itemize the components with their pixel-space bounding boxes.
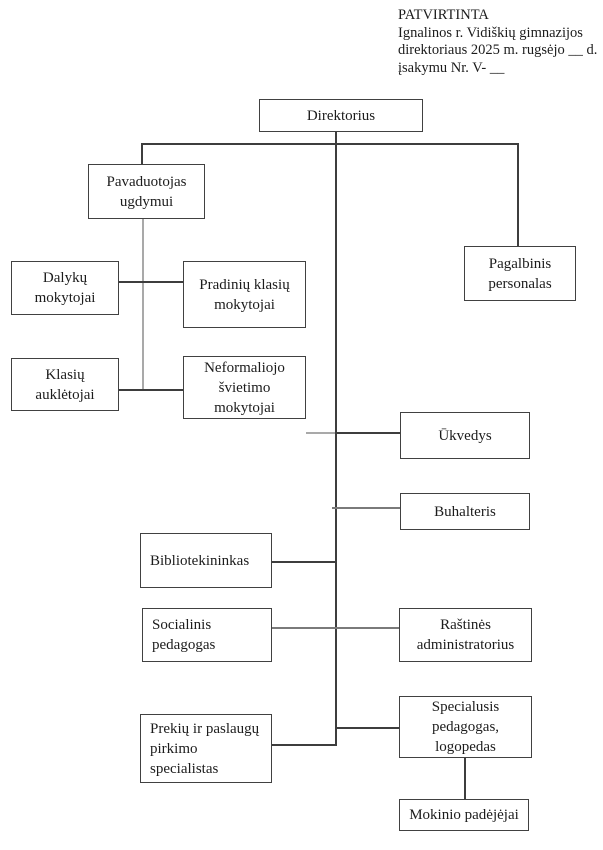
connector-dalyku-pradiniu xyxy=(119,281,183,283)
org-node-neformaliojo-svietimo-mokytojai: Neformaliojo švietimo mokytojai xyxy=(183,356,306,419)
connector-buhalteris xyxy=(332,507,400,509)
approval-line-1: PATVIRTINTA xyxy=(398,7,489,23)
org-node-klasiu-auklėtojai: Klasių auklėtojai xyxy=(11,358,119,411)
org-node-ukvedys: Ūkvedys xyxy=(400,412,530,459)
connector-specialusis-mokinio xyxy=(464,757,466,799)
connector-drop-pavaduotojas xyxy=(141,143,143,165)
connector-ukvedys-overhang xyxy=(306,432,336,434)
connector-main-trunk xyxy=(335,143,337,746)
connector-klasiu-neformaliojo xyxy=(119,389,183,391)
approval-line-4: įsakymu Nr. V- __ xyxy=(398,59,505,76)
org-node-rastines-administratorius: Raštinės administratorius xyxy=(399,608,532,662)
approval-line-2: Ignalinos r. Vidiškių gimnazijos xyxy=(398,24,583,41)
approval-block: PATVIRTINTA Ignalinos r. Vidiškių gimnaz… xyxy=(398,7,600,77)
connector-specialusis xyxy=(335,727,399,729)
org-node-dalyku-mokytojai: Dalykų mokytojai xyxy=(11,261,119,315)
connector-socialinis-rastines xyxy=(271,627,399,629)
org-node-socialinis-pedagogas: Socialinis pedagogas xyxy=(142,608,272,662)
approval-line-3: direktoriaus 2025 m. rugsėjo __ d. xyxy=(398,42,598,58)
connector-direktorius-down xyxy=(335,131,337,144)
connector-drop-pagalbinis xyxy=(517,143,519,246)
org-node-pagalbinis-personalas: Pagalbinis personalas xyxy=(464,246,576,301)
org-node-pradiniu-klasiu-mokytojai: Pradinių klasių mokytojai xyxy=(183,261,306,328)
org-node-direktorius: Direktorius xyxy=(259,99,423,132)
org-node-pavaduotojas-ugdymui: Pavaduotojas ugdymui xyxy=(88,164,205,219)
connector-top-horizontal xyxy=(141,143,519,145)
connector-ukvedys xyxy=(335,432,400,434)
connector-prekiu xyxy=(271,744,337,746)
connector-bibliotekininkas xyxy=(271,561,336,563)
connector-pavaduotojas-trunk xyxy=(142,219,144,391)
org-node-bibliotekininkas: Bibliotekininkas xyxy=(140,533,272,588)
org-node-mokinio-padejejai: Mokinio padėjėjai xyxy=(399,799,529,831)
org-node-buhalteris: Buhalteris xyxy=(400,493,530,530)
org-node-prekiu-pirkimo-specialistas: Prekių ir paslaugų pirkimo specialistas xyxy=(140,714,272,783)
org-node-specialusis-pedagogas-logopedas: Specialusis pedagogas, logopedas xyxy=(399,696,532,758)
